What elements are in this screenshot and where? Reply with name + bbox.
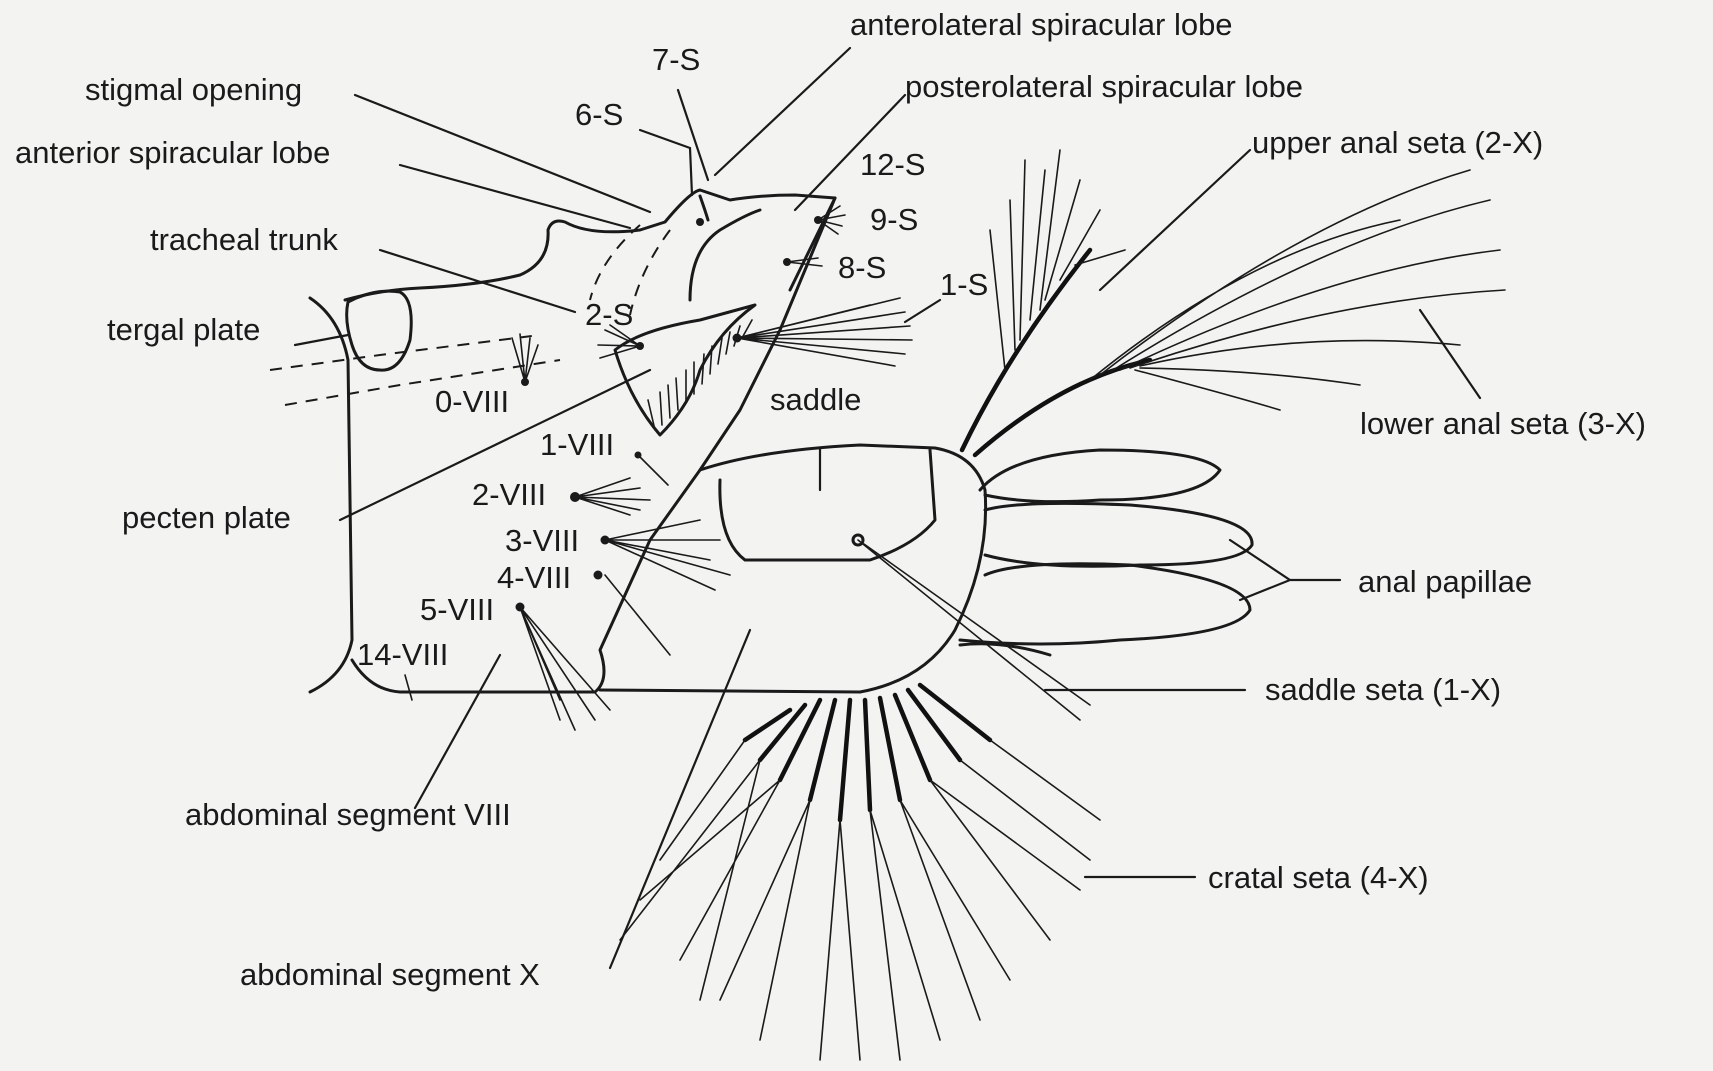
label-seta-2viii: 2-VIII [472, 477, 546, 512]
label-saddle: saddle [770, 382, 861, 417]
label-tergal-plate: tergal plate [107, 312, 260, 347]
label-upper-anal-seta: upper anal seta (2-X) [1252, 125, 1543, 160]
label-anal-papillae: anal papillae [1358, 564, 1532, 599]
label-tracheal-trunk: tracheal trunk [150, 222, 338, 257]
label-seta-12s: 12-S [860, 147, 925, 182]
anal-papillae-shapes [960, 450, 1252, 655]
segment-x-outline [700, 445, 986, 692]
label-lower-anal-seta: lower anal seta (3-X) [1360, 406, 1646, 441]
label-anterolateral-spiracular-lobe: anterolateral spiracular lobe [850, 7, 1233, 42]
label-seta-1viii: 1-VIII [540, 427, 614, 462]
label-seta-6s: 6-S [575, 97, 623, 132]
label-saddle-seta: saddle seta (1-X) [1265, 672, 1501, 707]
label-seta-2s: 2-S [585, 297, 633, 332]
label-seta-14viii: 14-VIII [357, 637, 448, 672]
label-seta-8s: 8-S [838, 250, 886, 285]
label-seta-1s: 1-S [940, 267, 988, 302]
label-stigmal-opening: stigmal opening [85, 72, 302, 107]
label-abdominal-segment-x: abdominal segment X [240, 957, 540, 992]
label-seta-5viii: 5-VIII [420, 592, 494, 627]
label-anterior-spiracular-lobe: anterior spiracular lobe [15, 135, 330, 170]
label-abdominal-segment-viii: abdominal segment VIII [185, 797, 511, 832]
label-seta-4viii: 4-VIII [497, 560, 571, 595]
labels: anterolateral spiracular lobe 7-S stigma… [15, 7, 1646, 992]
pecten-plate-shape [615, 305, 755, 435]
label-seta-7s: 7-S [652, 42, 700, 77]
label-seta-9s: 9-S [870, 202, 918, 237]
label-pecten-plate: pecten plate [122, 500, 291, 535]
label-posterolateral-spiracular-lobe: posterolateral spiracular lobe [905, 69, 1303, 104]
seta-1s-fan [737, 298, 912, 366]
cratal-seta-shape [620, 685, 1100, 1060]
label-seta-0viii: 0-VIII [435, 384, 509, 419]
label-cratal-seta: cratal seta (4-X) [1208, 860, 1429, 895]
label-seta-3viii: 3-VIII [505, 523, 579, 558]
